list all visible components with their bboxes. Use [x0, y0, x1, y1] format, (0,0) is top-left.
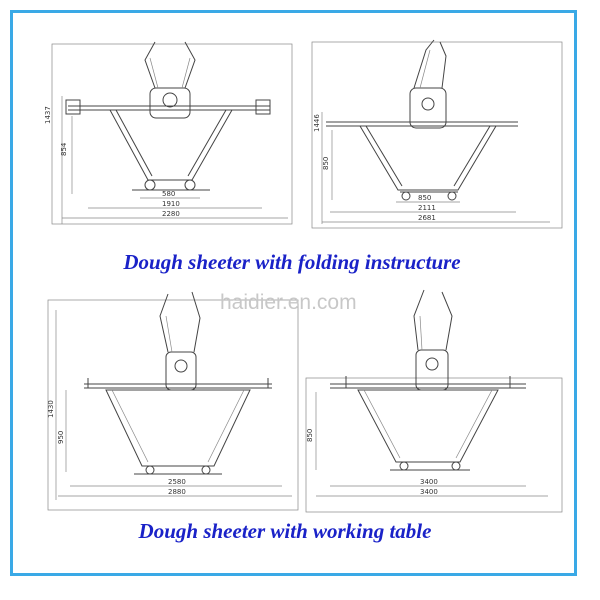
dim-bottom-left-height-table: 950	[57, 431, 65, 444]
dim-bottom-left-height-total: 1430	[47, 400, 55, 418]
dim-bottom-left-w-total: 2880	[168, 488, 186, 496]
dim-bottom-left-w-mid: 2580	[168, 478, 186, 486]
drawing-table-side	[47, 291, 299, 511]
dim-top-left-w-base: 580	[162, 190, 175, 198]
dim-top-left-w-total: 2280	[162, 210, 180, 218]
caption-folding: Dough sheeter with folding instructure	[123, 250, 461, 274]
watermark: haidier.en.com	[220, 291, 357, 314]
dim-top-right-w-base: 850	[418, 194, 431, 202]
dim-top-right-w-mid: 2111	[418, 204, 436, 212]
drawing-folding-side	[51, 41, 293, 225]
dim-bottom-right-w-mid: 3400	[420, 478, 438, 486]
dim-bottom-right-height-table: 850	[306, 429, 314, 442]
frame-border	[10, 10, 577, 576]
dim-top-left-height-table: 854	[60, 142, 68, 156]
dim-top-right-w-total: 2681	[418, 214, 436, 222]
dim-top-left-w-mid: 1910	[162, 200, 180, 208]
dim-top-right-height-table: 850	[322, 157, 330, 170]
drawing-folding-front	[311, 39, 563, 229]
dim-top-right-height-total: 1446	[313, 114, 321, 132]
dim-top-left-height-total: 1437	[44, 106, 52, 124]
drawing-table-front	[305, 289, 563, 513]
dim-bottom-right-w-total: 3400	[420, 488, 438, 496]
caption-working-table: Dough sheeter with working table	[138, 519, 432, 543]
